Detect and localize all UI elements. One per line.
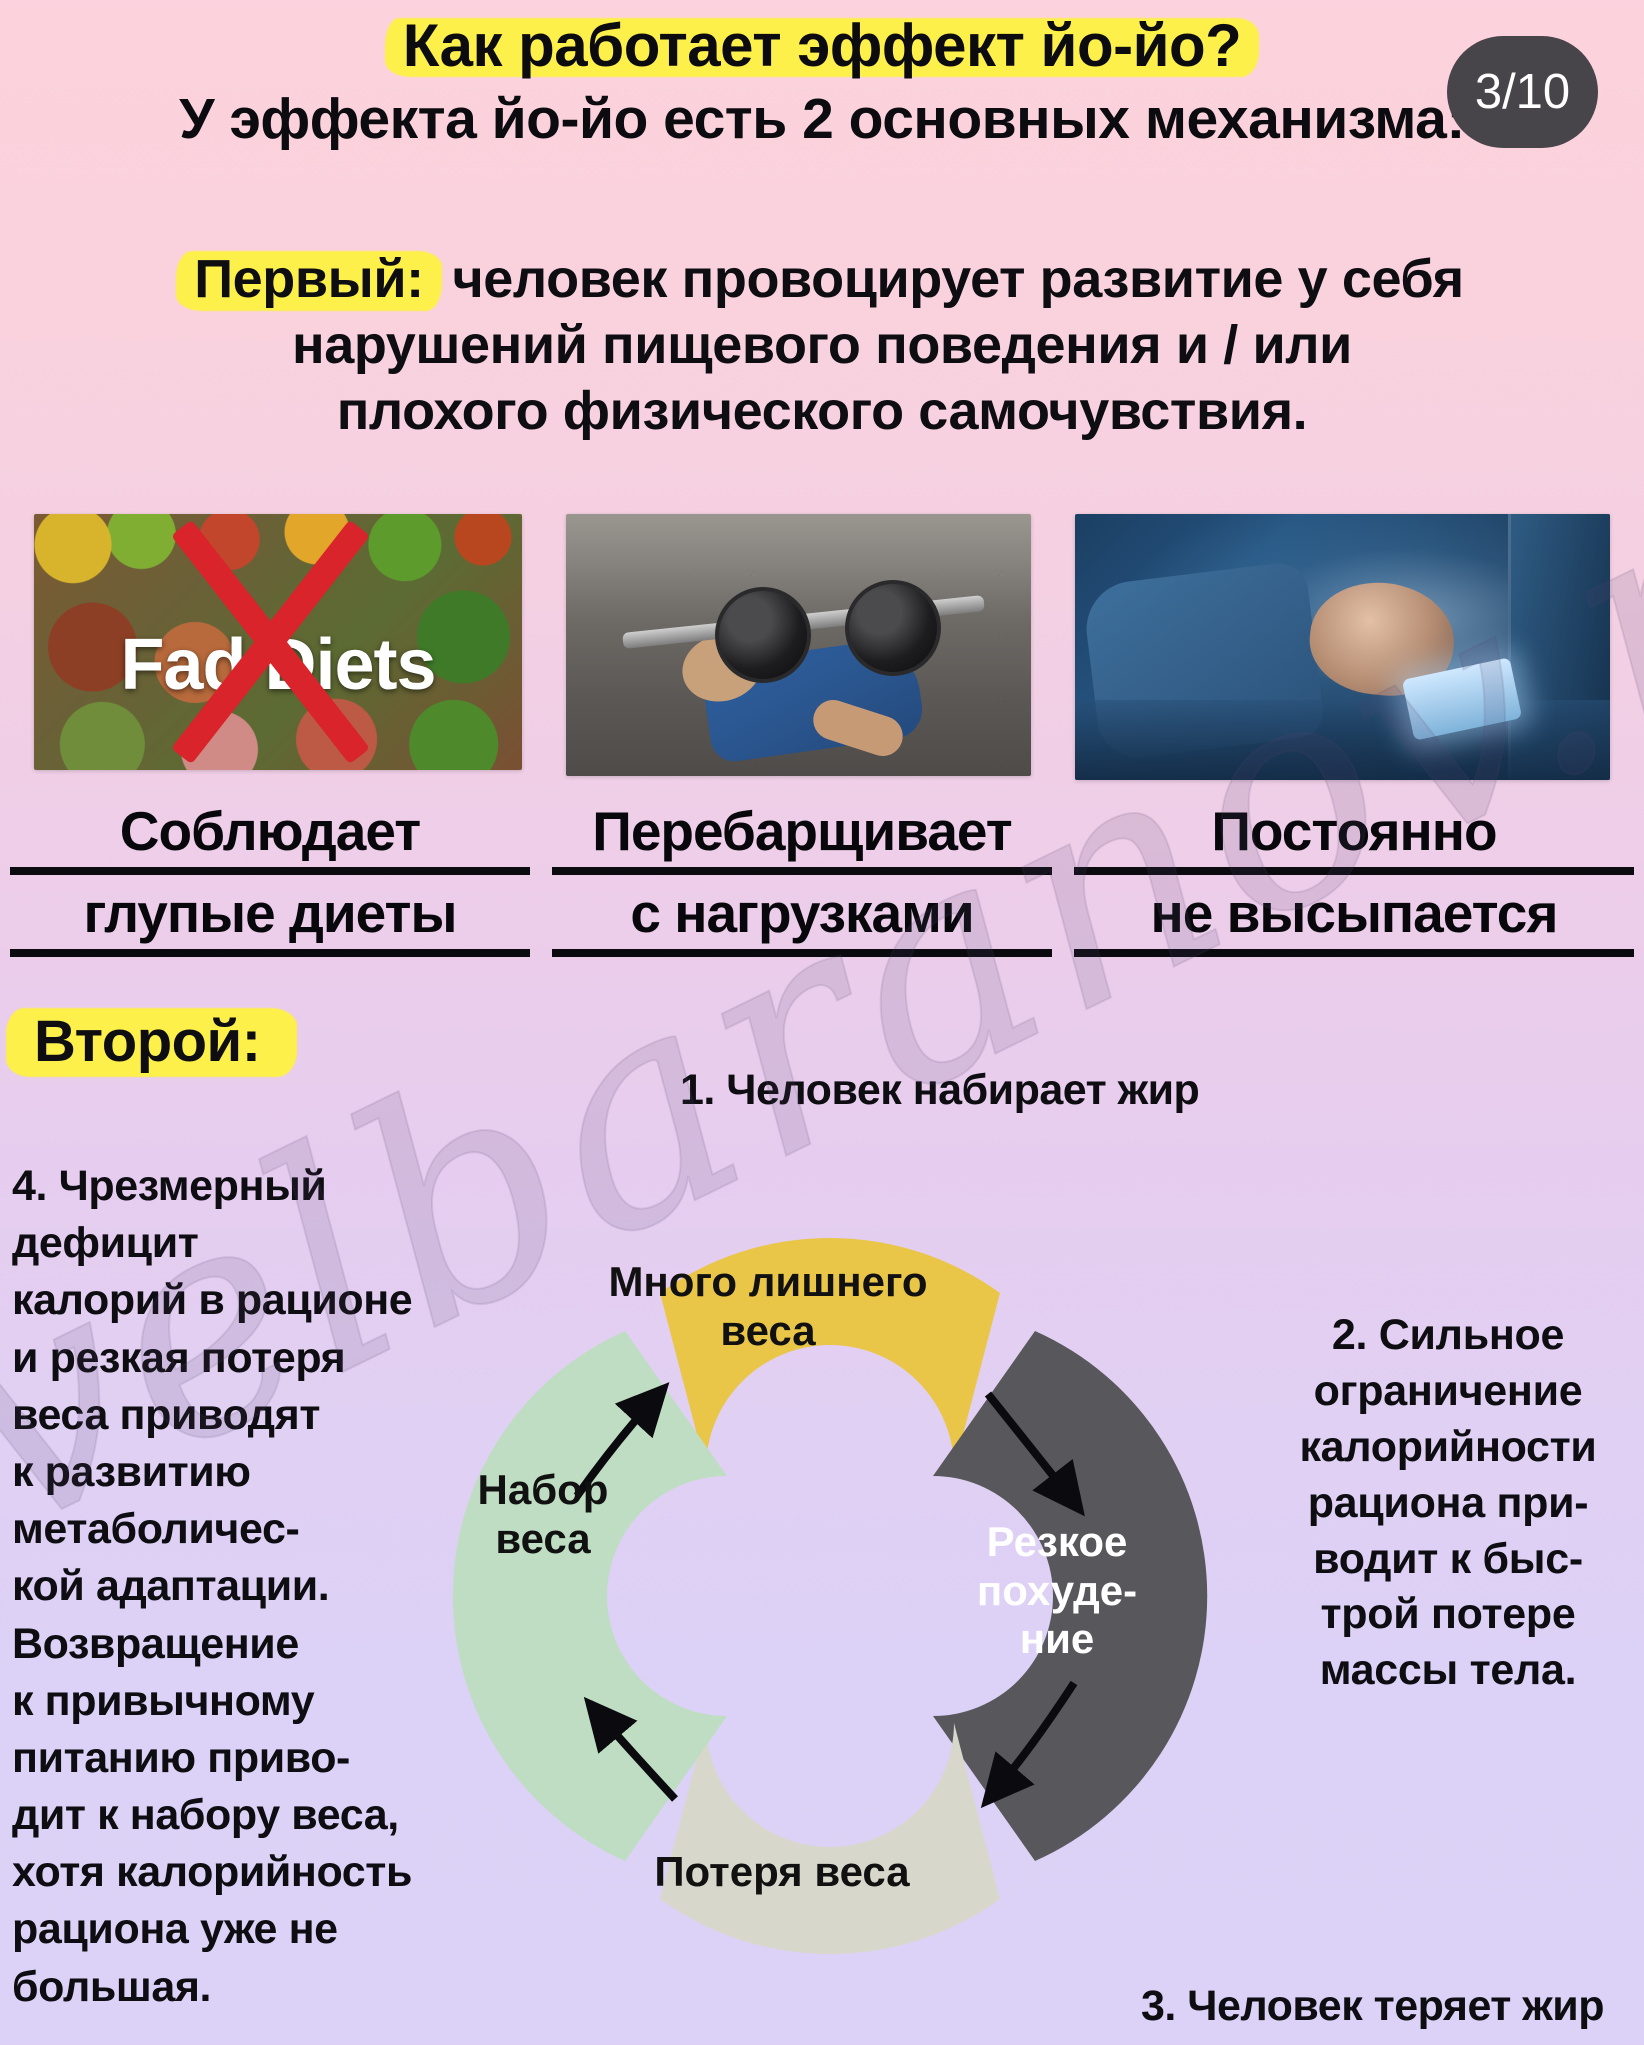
cycle-step-2-line-2: ограничение (1313, 1366, 1583, 1415)
page-title-text: Как работает эффект йо-йо? (402, 12, 1242, 79)
mechanism-one-paragraph: Первый: человек провоцирует развитие у с… (0, 247, 1644, 445)
insomnia-photo (1075, 514, 1610, 780)
mechanism-two-highlight: Второй: (20, 1008, 275, 1075)
mechanism-one-label: Первый: (194, 249, 424, 309)
cycle-step-3-label: 3. Человек теряет жир (1140, 1982, 1605, 2030)
cycle-step-4-line-11: дит к набору веса, (12, 1791, 399, 1840)
cycle-step-4-label: 4. Чрезмерный дефицит калорий в рационе … (12, 1158, 432, 2016)
cycle-step-1-label: 1. Человек набирает жир (680, 1066, 1200, 1114)
mechanism-one-rest: человек провоцирует развитие у себя (437, 249, 1464, 309)
cycle-donut-svg (452, 1237, 1208, 1955)
caption-3-line-2: не высыпается (1074, 882, 1634, 957)
cycle-step-2-line-3: калорийности (1299, 1422, 1597, 1471)
mechanism-one-highlight: Первый: (180, 247, 438, 313)
mechanism-one-line-1: Первый: человек провоцирует развитие у с… (0, 247, 1644, 313)
photo-row: Fad Diets (34, 514, 1610, 780)
title-highlight: Как работает эффект йо-йо? (389, 12, 1256, 79)
caption-1: Соблюдает глупые диеты (10, 800, 530, 957)
arrow-bottom-to-left (583, 1696, 678, 1802)
segment-rapid-weight-loss (933, 1331, 1208, 1861)
caption-3: Постоянно не высыпается (1074, 800, 1634, 957)
cycle-step-4-line-4: веса приводят (12, 1390, 320, 1439)
overtraining-photo (566, 514, 1031, 776)
blanket (1075, 700, 1610, 780)
caption-2-line-2: с нагрузками (552, 882, 1052, 957)
cycle-step-2-label: 2. Сильное ограничение калорийности раци… (1278, 1308, 1618, 1699)
page-title: Как работает эффект йо-йо? (0, 12, 1644, 79)
page-subtitle: У эффекта йо-йо есть 2 основных механизм… (179, 86, 1465, 151)
mechanism-one-line-3: плохого физического самочувствия. (336, 380, 1308, 441)
arrow-top-to-right (984, 1391, 1085, 1517)
photo-cell-1: Fad Diets (34, 514, 522, 780)
cycle-step-2-line-5: водит к быс- (1313, 1534, 1583, 1583)
cycle-step-2-line-6: трой потере (1320, 1590, 1576, 1639)
segment-weight-gain (452, 1331, 727, 1861)
segment-excess-weight (660, 1237, 1000, 1469)
cycle-step-4-line-7: кой адаптации. (12, 1562, 330, 1611)
red-cross-icon (146, 517, 396, 767)
mechanism-two-label: Второй: (34, 1009, 261, 1074)
mechanism-one-line-2: нарушений пищевого поведения и / или (292, 314, 1352, 375)
segment-weight-loss (660, 1723, 1000, 1955)
caption-2: Перебарщивает с нагрузками (552, 800, 1052, 957)
cycle-step-4-line-2: калорий в рационе (12, 1276, 413, 1325)
cycle-step-4-line-9: к привычному (12, 1676, 315, 1725)
yoyo-cycle-diagram: Много лишнего веса Резкое похуде- ние По… (392, 1158, 1268, 2034)
slide-counter-badge: 3/10 (1447, 36, 1598, 148)
headline-area: Как работает эффект йо-йо? У эффекта йо-… (0, 0, 1644, 154)
barbell-plate-right (845, 579, 941, 676)
arrow-left-to-top (573, 1382, 670, 1499)
caption-3-line-1: Постоянно (1074, 800, 1634, 876)
cycle-step-4-line-12: хотя калорийность (12, 1848, 412, 1897)
cycle-step-4-line-13: рациона уже не большая. (12, 1905, 338, 2011)
barbell-plate-left (714, 587, 811, 684)
cycle-step-4-line-5: к развитию (12, 1447, 251, 1496)
caption-1-line-1: Соблюдает (10, 800, 530, 876)
cycle-step-4-line-1: 4. Чрезмерный дефицит (12, 1162, 327, 1268)
cycle-step-4-line-3: и резкая потеря (12, 1333, 346, 1382)
mechanism-two-heading: Второй: (20, 1008, 275, 1075)
cycle-step-4-line-10: питанию приво- (12, 1733, 350, 1782)
cycle-step-2-line-4: рациона при- (1307, 1478, 1589, 1527)
fad-diets-photo: Fad Diets (34, 514, 522, 770)
cycle-step-2-line-7: массы тела. (1319, 1646, 1577, 1695)
arrow-right-to-bottom (980, 1680, 1078, 1809)
photo-cell-3 (1075, 514, 1610, 780)
cycle-step-4-line-6: метаболичес- (12, 1505, 300, 1554)
photo-cell-2 (566, 514, 1031, 780)
caption-2-line-1: Перебарщивает (552, 800, 1052, 876)
caption-row: Соблюдает глупые диеты Перебарщивает с н… (10, 800, 1634, 957)
caption-1-line-2: глупые диеты (10, 882, 530, 957)
cycle-step-4-line-8: Возвращение (12, 1619, 299, 1668)
cycle-step-2-line-1: 2. Сильное (1331, 1311, 1565, 1359)
slide-counter-text: 3/10 (1474, 65, 1571, 119)
